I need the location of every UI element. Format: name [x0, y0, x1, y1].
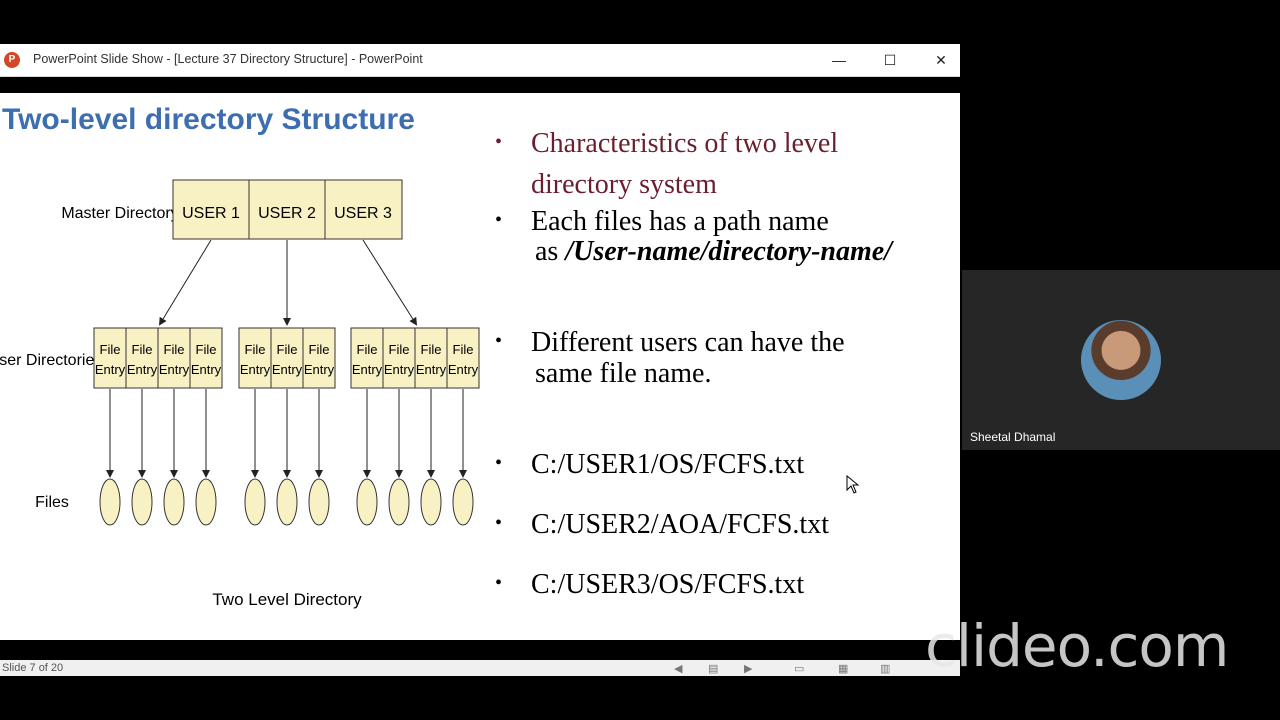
slide-sorter-icon[interactable]: ▤: [708, 663, 719, 675]
file-entry-cell: [414, 327, 448, 389]
file-entry-label: File: [389, 342, 410, 357]
file-entry-label: Entry: [191, 362, 222, 377]
bullet-text: Characteristics of two level: [531, 128, 839, 159]
user3-cell: USER 3: [334, 205, 392, 222]
file-node: [388, 478, 410, 526]
participant-video-tile[interactable]: Sheetal Dhamal: [962, 270, 1280, 450]
file-entry-cell: [350, 327, 384, 389]
file-entry-label: File: [100, 342, 121, 357]
next-slide-icon[interactable]: ▶: [744, 663, 753, 675]
file-node: [244, 478, 266, 526]
file-entry-label: File: [245, 342, 266, 357]
reading-view-icon[interactable]: ▥: [880, 663, 891, 675]
file-entry-label: Entry: [159, 362, 190, 377]
file-entry-label: File: [453, 342, 474, 357]
file-entry-label: Entry: [304, 362, 335, 377]
bullet-text: C:/USER1/OS/FCFS.txt: [531, 449, 805, 480]
bullet-dot: •: [495, 572, 503, 594]
slide-counter: Slide 7 of 20: [2, 662, 64, 674]
bullet-text: directory system: [531, 169, 717, 200]
grid-view-icon[interactable]: ▦: [838, 663, 849, 675]
file-entry-label: Entry: [416, 362, 447, 377]
file-entry-label: File: [357, 342, 378, 357]
normal-view-icon[interactable]: ▭: [794, 663, 805, 675]
mouse-cursor-icon: [846, 475, 860, 494]
file-entry-cell: [446, 327, 480, 389]
file-entry-cell: [189, 327, 223, 389]
file-node: [195, 478, 217, 526]
file-entry-label: Entry: [95, 362, 126, 377]
bullet-dot: •: [495, 209, 503, 231]
bullet-text: Each files has a path name: [531, 206, 829, 237]
file-entry-label: Entry: [384, 362, 415, 377]
clideo-watermark: clideo.com: [925, 612, 1229, 680]
file-entry-label: File: [309, 342, 330, 357]
bullet-text: same file name.: [535, 358, 712, 389]
file-node: [99, 478, 121, 526]
file-entry-cell: [238, 327, 272, 389]
window-titlebar: P PowerPoint Slide Show - [Lecture 37 Di…: [0, 44, 960, 77]
slide-title: Two-level directory Structure: [2, 103, 415, 136]
file-node: [131, 478, 153, 526]
bullet-text: C:/USER3/OS/FCFS.txt: [531, 569, 805, 600]
file-entry-label: Entry: [127, 362, 158, 377]
file-node: [356, 478, 378, 526]
file-entry-label: File: [277, 342, 298, 357]
file-entry-cell: [93, 327, 127, 389]
file-entry-label: File: [164, 342, 185, 357]
master-directory-box: [172, 179, 403, 240]
file-entry-cell: [125, 327, 159, 389]
bullet-dot: •: [495, 452, 503, 474]
file-entry-label: File: [132, 342, 153, 357]
close-button[interactable]: ✕: [935, 52, 947, 68]
file-node: [308, 478, 330, 526]
file-entry-cell: [382, 327, 416, 389]
diagram-caption: Two Level Directory: [212, 590, 362, 609]
minimize-button[interactable]: —: [832, 52, 846, 68]
file-entry-label: Entry: [352, 362, 383, 377]
user-directories-label: User Directories: [0, 352, 102, 369]
bullet-dot: •: [495, 131, 503, 153]
file-entry-label: File: [421, 342, 442, 357]
two-level-directory-diagram: Master Directory USER 1 USER 2 USER 3 Us…: [0, 179, 480, 609]
file-entry-label: File: [196, 342, 217, 357]
file-node: [420, 478, 442, 526]
file-entry-label: Entry: [272, 362, 303, 377]
file-entry-label: Entry: [448, 362, 479, 377]
file-node: [163, 478, 185, 526]
file-node: [276, 478, 298, 526]
file-entry-cell: [270, 327, 304, 389]
participant-name: Sheetal Dhamal: [970, 430, 1056, 444]
path-example: /User-name/directory-name/: [565, 236, 892, 267]
bullet-text: Different users can have the: [531, 327, 845, 358]
file-entry-cell: [302, 327, 336, 389]
maximize-button[interactable]: ☐: [883, 52, 897, 68]
window-title: PowerPoint Slide Show - [Lecture 37 Dire…: [33, 52, 423, 66]
user1-cell: USER 1: [182, 205, 240, 222]
file-entry-cell: [157, 327, 191, 389]
previous-slide-icon[interactable]: ◀: [674, 663, 683, 675]
bullet-text: as /User-name/directory-name/: [535, 236, 892, 267]
bullet-dot: •: [495, 330, 503, 352]
bullet-text: C:/USER2/AOA/FCFS.txt: [531, 509, 829, 540]
participant-avatar: [1081, 320, 1161, 400]
status-bar: Slide 7 of 20 ◀ ▤ ▶ ▭ ▦ ▥: [0, 660, 960, 676]
powerpoint-icon: P: [4, 52, 20, 68]
bullet-dot: •: [495, 512, 503, 534]
user2-cell: USER 2: [258, 205, 316, 222]
file-entry-label: Entry: [240, 362, 271, 377]
slide-canvas[interactable]: Two-level directory Structure Master Dir…: [0, 93, 960, 640]
file-node: [452, 478, 474, 526]
files-label: Files: [35, 494, 69, 511]
master-directory-label: Master Directory: [61, 205, 178, 222]
